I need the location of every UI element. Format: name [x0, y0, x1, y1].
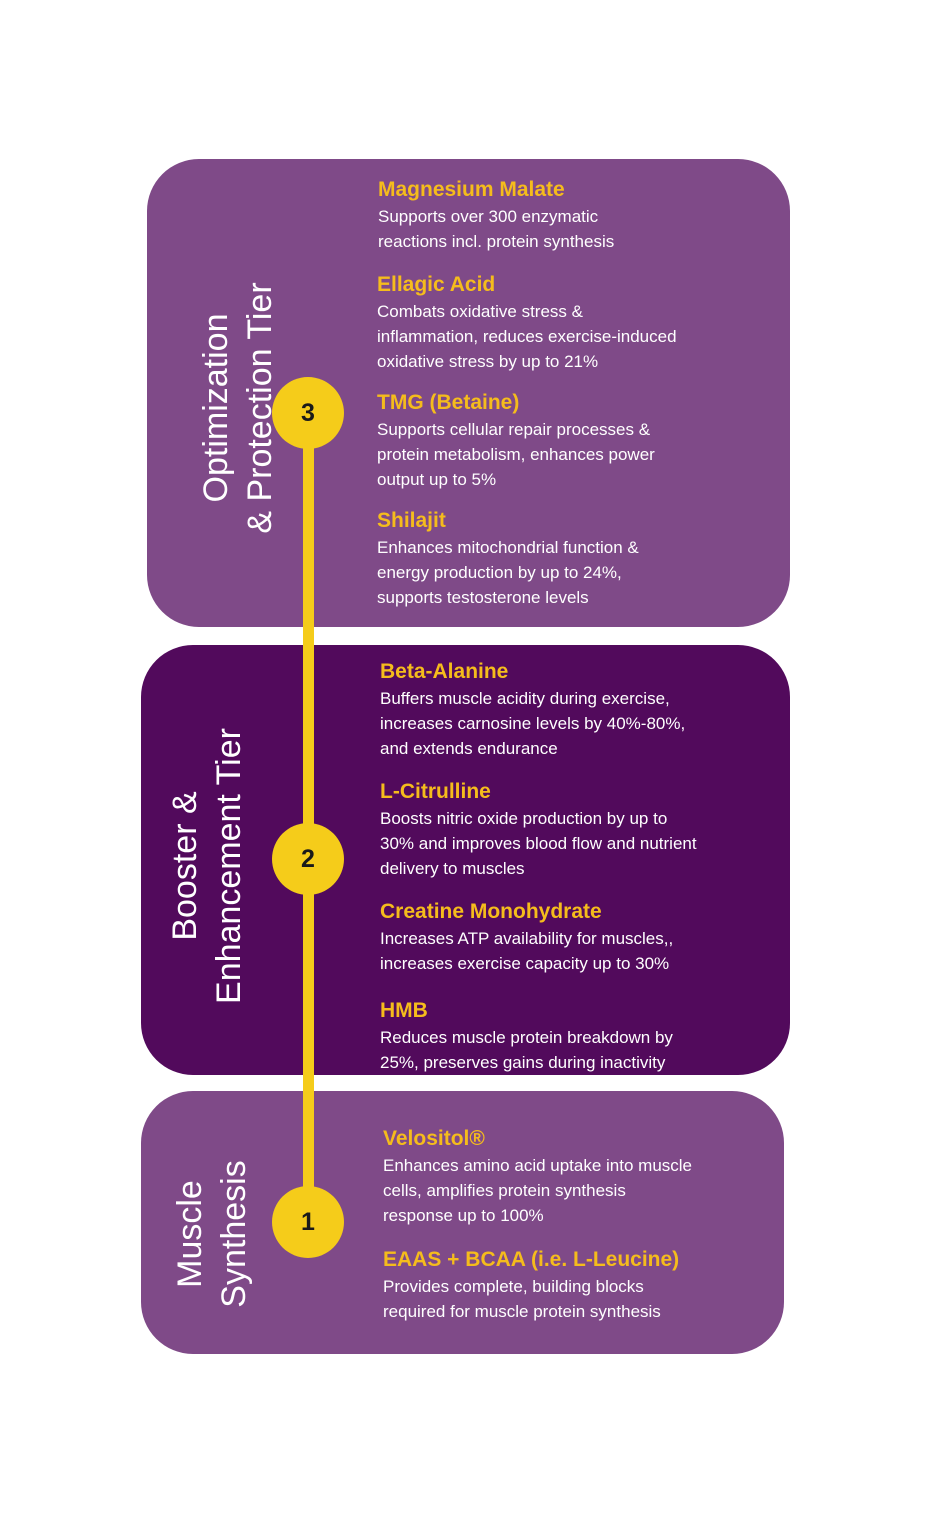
tier-3-title: Optimization & Protection Tier — [194, 228, 282, 588]
item-name: Shilajit — [377, 509, 446, 532]
item-name: TMG (Betaine) — [377, 391, 520, 414]
item-magnesium-malate: Magnesium Malate Supports over 300 enzym… — [378, 177, 768, 254]
tier-3-node: 3 — [272, 377, 344, 449]
item-desc: Enhances amino acid uptake into muscle c… — [383, 1156, 693, 1225]
item-name: L-Citrulline — [380, 780, 491, 803]
item-name: HMB — [380, 999, 428, 1022]
item-name: EAAS + BCAA (i.e. L-Leucine) — [383, 1248, 680, 1271]
tier-1-panel — [141, 1091, 784, 1354]
item-name: Ellagic Acid — [377, 273, 496, 296]
tier-3-title-line-1: Optimization — [197, 313, 235, 503]
tier-1-title: Muscle Synthesis — [168, 1144, 256, 1324]
tier-2-title: Booster & Enhancement Tier — [163, 701, 251, 1031]
item-desc: Combats oxidative stress & inflammation,… — [377, 302, 677, 371]
tier-1-node: 1 — [272, 1186, 344, 1258]
item-ellagic-acid: Ellagic Acid Combats oxidative stress & … — [377, 272, 767, 374]
item-shilajit: Shilajit Enhances mitochondrial function… — [377, 508, 767, 610]
item-desc: Enhances mitochondrial function & energy… — [377, 538, 639, 607]
tier-2-node: 2 — [272, 823, 344, 895]
item-desc: Reduces muscle protein breakdown by 25%,… — [380, 1028, 673, 1072]
timeline-line — [303, 412, 314, 1222]
item-tmg-betaine: TMG (Betaine) Supports cellular repair p… — [377, 390, 767, 492]
item-desc: Boosts nitric oxide production by up to … — [380, 809, 697, 878]
tier-1-title-line-2: Synthesis — [215, 1160, 253, 1308]
item-name: Creatine Monohydrate — [380, 900, 602, 923]
item-name: Magnesium Malate — [378, 178, 565, 201]
item-l-citrulline: L-Citrulline Boosts nitric oxide product… — [380, 779, 770, 881]
item-desc: Buffers muscle acidity during exercise, … — [380, 689, 686, 758]
item-velositol: Velositol® Enhances amino acid uptake in… — [383, 1126, 773, 1228]
item-beta-alanine: Beta-Alanine Buffers muscle acidity duri… — [380, 659, 770, 761]
item-desc: Increases ATP availability for muscles,,… — [380, 929, 674, 973]
item-desc: Supports over 300 enzymatic reactions in… — [378, 207, 615, 251]
tier-1-title-line-1: Muscle — [171, 1180, 209, 1288]
item-hmb: HMB Reduces muscle protein breakdown by … — [380, 998, 770, 1075]
item-eaas-bcaa: EAAS + BCAA (i.e. L-Leucine) Provides co… — [383, 1247, 773, 1324]
tier-2-title-line-2: Enhancement Tier — [210, 728, 248, 1004]
item-name: Velositol® — [383, 1127, 485, 1150]
item-desc: Provides complete, building blocks requi… — [383, 1277, 661, 1321]
tier-2-title-line-1: Booster & — [166, 791, 204, 941]
item-creatine-monohydrate: Creatine Monohydrate Increases ATP avail… — [380, 899, 770, 976]
item-name: Beta-Alanine — [380, 660, 509, 683]
tier-3-panel — [147, 159, 790, 627]
item-desc: Supports cellular repair processes & pro… — [377, 420, 655, 489]
tier-2-panel — [141, 645, 790, 1075]
